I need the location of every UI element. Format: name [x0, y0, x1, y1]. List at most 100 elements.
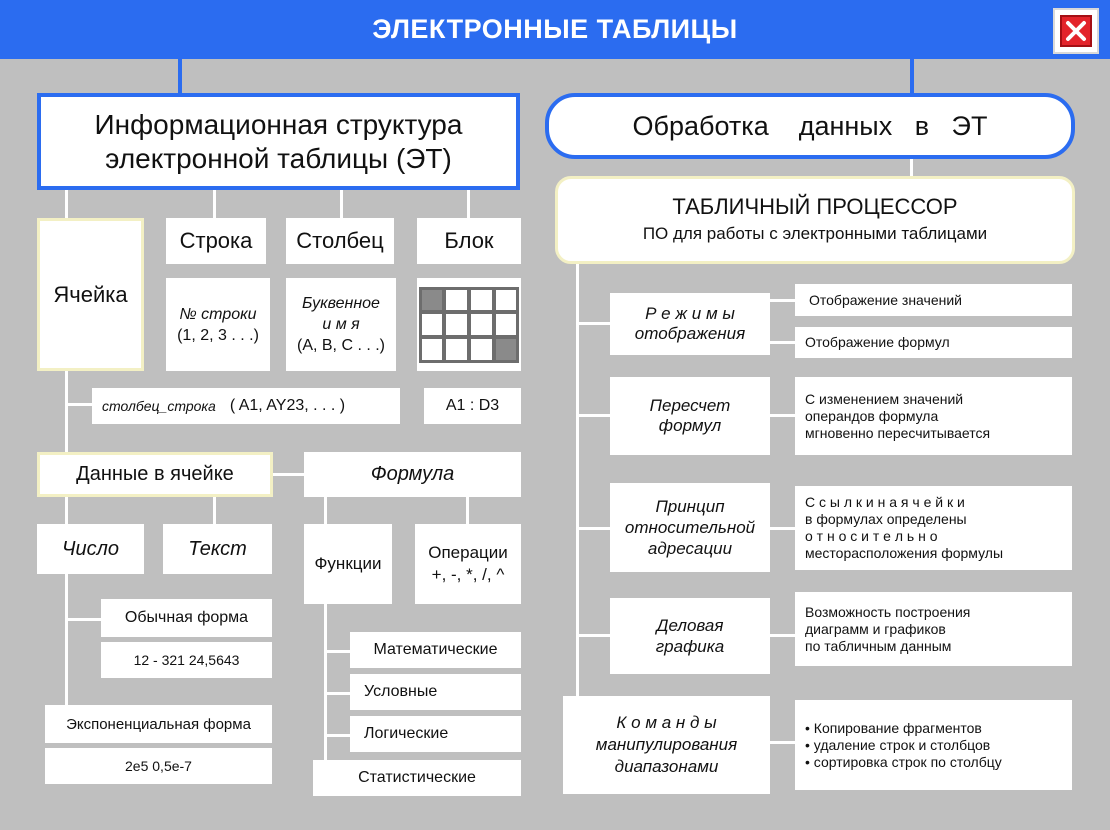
- cell-box: Ячейка: [37, 218, 144, 371]
- relative-box: Принцип относительной адресации: [610, 483, 770, 572]
- commands-item3: • сортировка строк по столбцу: [805, 753, 1002, 770]
- connector: [910, 159, 913, 177]
- close-icon[interactable]: [1060, 15, 1092, 47]
- connector: [324, 497, 327, 772]
- column-box: Столбец: [286, 218, 394, 264]
- block-label: Блок: [444, 228, 494, 253]
- connector: [770, 527, 795, 530]
- operations-line2: +, -, *, /, ^: [431, 565, 505, 584]
- commands-line2: манипулирования: [595, 735, 738, 754]
- connector: [910, 59, 914, 93]
- block-grid-box: [417, 278, 521, 371]
- connector: [467, 190, 470, 218]
- connector: [576, 322, 610, 325]
- connector: [65, 190, 68, 220]
- mode-formulas-box: Отображение формул: [795, 327, 1072, 358]
- block-address-box: A1 : D3: [424, 388, 521, 424]
- cell-label: Ячейка: [53, 281, 128, 307]
- functions-box: Функции: [304, 524, 392, 604]
- processing-title-text: Обработка данных в ЭТ: [632, 110, 988, 141]
- connector: [213, 497, 216, 524]
- connector: [770, 414, 795, 417]
- exp-form-box: Экспоненциальная форма: [45, 705, 272, 743]
- column-desc-line2: и м я: [322, 316, 360, 333]
- func-cond-box: Условные: [350, 674, 521, 710]
- connector: [324, 692, 350, 695]
- column-label: Столбец: [296, 228, 384, 253]
- connector: [770, 741, 795, 744]
- connector: [324, 650, 350, 653]
- row-desc-box: № строки (1, 2, 3 . . .): [166, 278, 270, 371]
- normal-form-box: Обычная форма: [101, 599, 272, 637]
- connector: [65, 403, 93, 406]
- commands-line1: К о м а н д ы: [616, 713, 717, 732]
- info-structure-title: Информационная структура электронной таб…: [37, 93, 520, 190]
- column-desc-line1: Буквенное: [302, 295, 380, 312]
- modes-line2: отображения: [634, 324, 746, 343]
- connector: [770, 341, 795, 344]
- exp-examples-box: 2e5 0,5e-7: [45, 748, 272, 784]
- modes-line1: Р е ж и м ы: [645, 304, 735, 323]
- connector: [576, 634, 610, 637]
- operations-line1: Операции: [428, 543, 508, 562]
- processing-title: Обработка данных в ЭТ: [545, 93, 1075, 159]
- graphics-desc-line1: Возможность построения: [805, 603, 971, 620]
- number-label: Число: [62, 537, 119, 560]
- processor-desc: ПО для работы с электронными таблицами: [642, 224, 988, 243]
- connector: [178, 59, 182, 93]
- row-desc-line1: № строки: [179, 305, 257, 323]
- mode-formulas-label: Отображение формул: [805, 334, 950, 350]
- graphics-desc-line2: диаграмм и графиков: [805, 620, 946, 637]
- block-grid-icon: [419, 286, 519, 363]
- connector: [273, 473, 304, 476]
- graphics-desc-box: Возможность построения диаграмм и график…: [795, 592, 1072, 666]
- graphics-desc-line3: по табличным данным: [805, 637, 952, 654]
- cell-address-examples: ( A1, AY23, . . . ): [229, 397, 346, 414]
- func-stat-label: Статистические: [358, 769, 476, 786]
- exp-form-label: Экспоненциальная форма: [66, 715, 251, 733]
- normal-form-label: Обычная форма: [124, 609, 249, 626]
- connector: [576, 414, 610, 417]
- relative-desc-box: С с ы л к и н а я ч е й к и в формулах о…: [795, 486, 1072, 570]
- processor-box: ТАБЛИЧНЫЙ ПРОЦЕССОР ПО для работы с элек…: [555, 176, 1075, 264]
- operations-box: Операции +, -, *, /, ^: [415, 524, 521, 604]
- connector: [576, 264, 579, 696]
- processor-title: ТАБЛИЧНЫЙ ПРОЦЕССОР: [672, 194, 958, 219]
- cell-address-box: столбец_строка ( A1, AY23, . . . ): [92, 388, 400, 424]
- row-desc-line2: (1, 2, 3 . . .): [177, 326, 259, 344]
- title-bar: ЭЛЕКТРОННЫЕ ТАБЛИЦЫ: [0, 0, 1110, 59]
- commands-line3: диапазонами: [614, 757, 719, 776]
- close-button[interactable]: [1053, 8, 1099, 54]
- formula-label: Формула: [370, 463, 455, 485]
- commands-box: К о м а н д ы манипулирования диапазонам…: [563, 696, 770, 794]
- recalc-desc-line2: операндов формула: [805, 407, 939, 424]
- connector: [576, 527, 610, 530]
- info-structure-line2: электронной таблицы (ЭТ): [105, 142, 452, 174]
- graphics-line2: графика: [655, 637, 725, 656]
- modes-box: Р е ж и м ы отображения: [610, 293, 770, 355]
- graphics-line1: Деловая: [656, 616, 724, 635]
- formula-box: Формула: [304, 452, 521, 497]
- column-desc-box: Буквенное и м я (A, B, C . . .): [286, 278, 396, 371]
- connector: [65, 618, 102, 621]
- relative-desc-line4: месторасположения формулы: [805, 545, 1004, 561]
- relative-desc-line1: С с ы л к и н а я ч е й к и: [805, 494, 965, 510]
- relative-line1: Принцип: [655, 497, 725, 516]
- func-math-box: Математические: [350, 632, 521, 668]
- connector: [466, 497, 469, 524]
- recalc-desc-line3: мгновенно пересчитывается: [805, 424, 991, 441]
- block-box: Блок: [417, 218, 521, 264]
- cell-address-label: столбец_строка: [102, 398, 216, 414]
- connector: [213, 190, 216, 218]
- connector: [770, 634, 795, 637]
- number-box: Число: [37, 524, 144, 574]
- normal-examples: 12 - 321 24,5643: [133, 652, 240, 668]
- relative-line3: адресации: [647, 539, 733, 558]
- exp-examples: 2e5 0,5e-7: [125, 758, 192, 774]
- cell-data-label: Данные в ячейке: [76, 463, 234, 485]
- func-math-label: Математические: [373, 641, 498, 658]
- recalc-line1: Пересчет: [649, 396, 731, 415]
- column-desc-line3: (A, B, C . . .): [296, 337, 385, 354]
- info-structure-line1: Информационная структура: [94, 108, 463, 140]
- commands-desc-box: • Копирование фрагментов • удаление стро…: [795, 700, 1072, 790]
